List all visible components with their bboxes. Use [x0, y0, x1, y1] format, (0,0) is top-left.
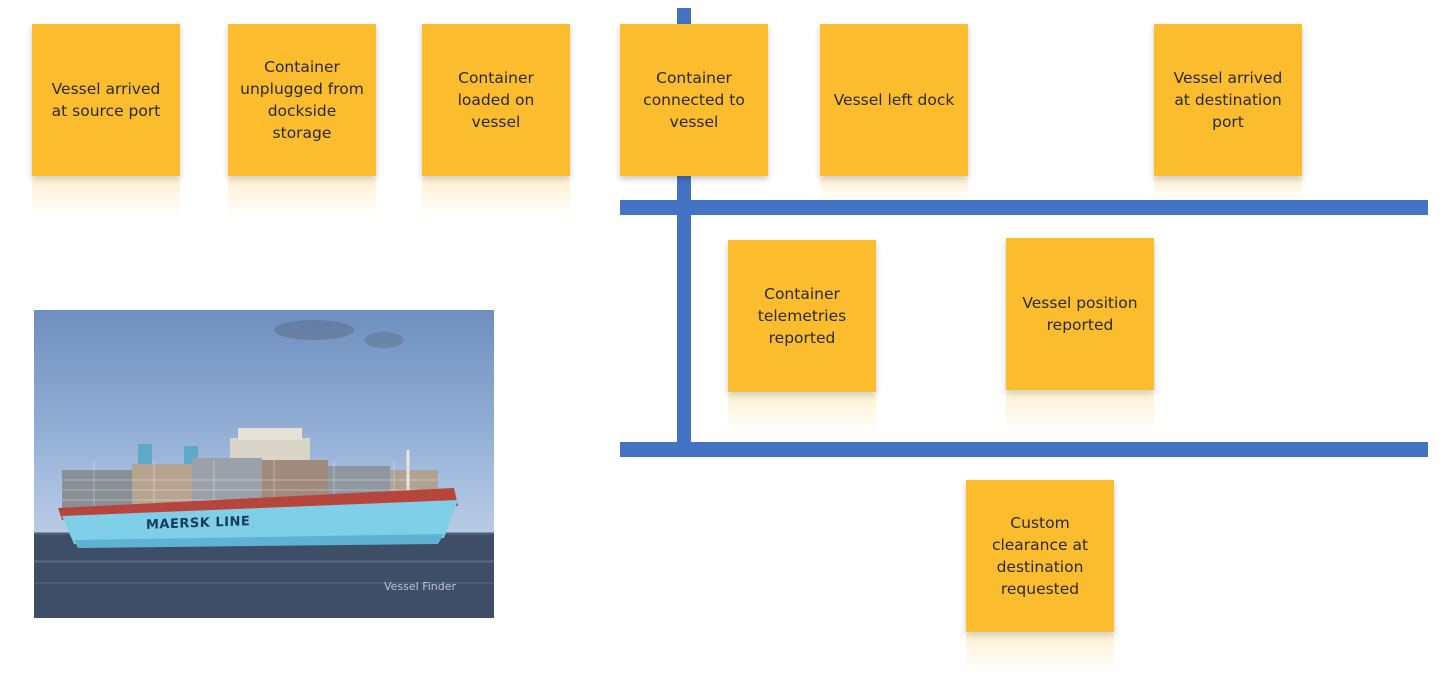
event-vessel-arrived-destination[interactable]: Vessel arrived at destination port — [1154, 24, 1302, 176]
note-reflection — [728, 394, 876, 434]
event-vessel-position[interactable]: Vessel position reported — [1006, 238, 1154, 390]
event-container-loaded[interactable]: Container loaded on vessel — [422, 24, 570, 176]
event-label: Container loaded on vessel — [457, 69, 535, 131]
event-label: Container telemetries reported — [757, 285, 847, 347]
swimlane-divider-top — [620, 200, 1428, 215]
event-label: Vessel arrived at source port — [51, 80, 161, 120]
photo-watermark: Vessel Finder — [384, 580, 457, 593]
event-label: Vessel left dock — [833, 91, 955, 109]
note-reflection — [1154, 178, 1302, 200]
note-reflection — [422, 178, 570, 218]
note-reflection — [1006, 392, 1154, 432]
event-container-telemetries[interactable]: Container telemetries reported — [728, 240, 876, 392]
event-container-connected[interactable]: Container connected to vessel — [620, 24, 768, 176]
ship-illustration — [34, 320, 494, 618]
event-label: Container connected to vessel — [643, 69, 745, 131]
event-label: Custom clearance at destination requeste… — [991, 514, 1089, 598]
note-reflection — [966, 634, 1114, 674]
event-custom-clearance[interactable]: Custom clearance at destination requeste… — [966, 480, 1114, 632]
event-container-unplugged[interactable]: Container unplugged from dockside storag… — [228, 24, 376, 176]
swimlane-divider-bottom — [620, 442, 1428, 457]
event-label: Vessel position reported — [1022, 294, 1138, 334]
note-reflection — [32, 178, 180, 218]
event-label: Container unplugged from dockside storag… — [240, 58, 364, 142]
event-vessel-left-dock[interactable]: Vessel left dock — [820, 24, 968, 176]
container-ship-photo: MAERSK LINE Vessel Finder — [34, 310, 494, 618]
event-vessel-arrived-source[interactable]: Vessel arrived at source port — [32, 24, 180, 176]
note-reflection — [820, 178, 968, 200]
note-reflection — [228, 178, 376, 218]
event-label: Vessel arrived at destination port — [1173, 69, 1283, 131]
